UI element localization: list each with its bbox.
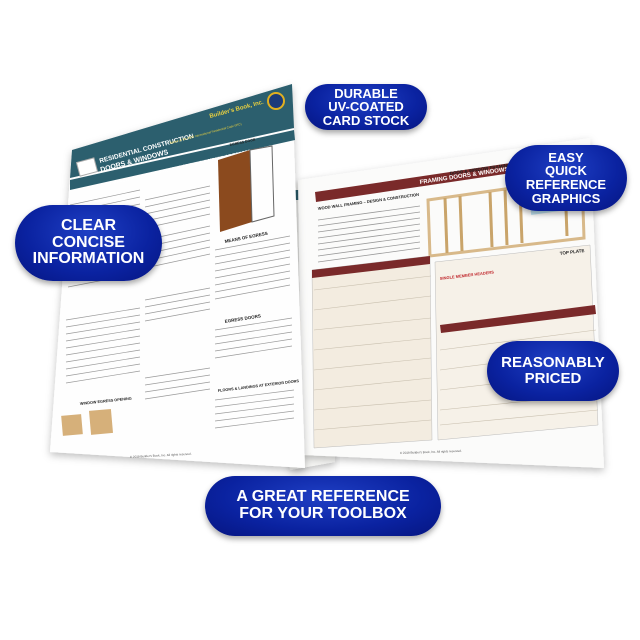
- egress-door-graphic: [218, 150, 252, 232]
- right-text-lines: [317, 205, 421, 263]
- badge-text: REASONABLY PRICED: [501, 354, 605, 387]
- egress-door-label: EGRESS DOOR: [229, 138, 256, 147]
- badge-reasonably-priced: REASONABLY PRICED: [487, 341, 619, 401]
- badge-text: A GREAT REFERENCE FOR YOUR TOOLBOX: [236, 488, 410, 522]
- badge-clear-concise: CLEAR CONCISE INFORMATION: [15, 205, 162, 281]
- window-egress-graphic-1: [61, 414, 83, 436]
- left-copyright: © 2019 Builder's Book, Inc. All rights r…: [130, 452, 192, 459]
- headers-heading: SINGLE MEMBER HEADERS: [440, 269, 495, 281]
- badge-great-reference: A GREAT REFERENCE FOR YOUR TOOLBOX: [205, 476, 441, 536]
- badge-text: DURABLE UV-COATED CARD STOCK: [322, 85, 410, 128]
- top-plate-heading: TOP PLATE: [560, 248, 585, 256]
- window-egress-heading: WINDOW EGRESS OPENING: [80, 397, 132, 406]
- egress-doors-heading: EGRESS DOORS: [224, 313, 261, 324]
- badge-text: CLEAR CONCISE INFORMATION: [32, 216, 145, 268]
- window-icon: [75, 157, 99, 177]
- left-card: RESIDENTIAL CONSTRUCTION DOORS & WINDOWS…: [50, 84, 305, 468]
- publisher-logo: [267, 92, 285, 110]
- badge-durable-card-stock: DURABLE UV-COATED CARD STOCK: [305, 84, 427, 130]
- badge-text: EASY QUICK REFERENCE GRAPHICS: [525, 149, 607, 206]
- badge-quick-reference: EASY QUICK REFERENCE GRAPHICS: [505, 145, 627, 211]
- window-egress-graphic-2: [88, 408, 114, 435]
- right-copyright: © 2019 Builder's Book, Inc. All rights r…: [400, 449, 462, 455]
